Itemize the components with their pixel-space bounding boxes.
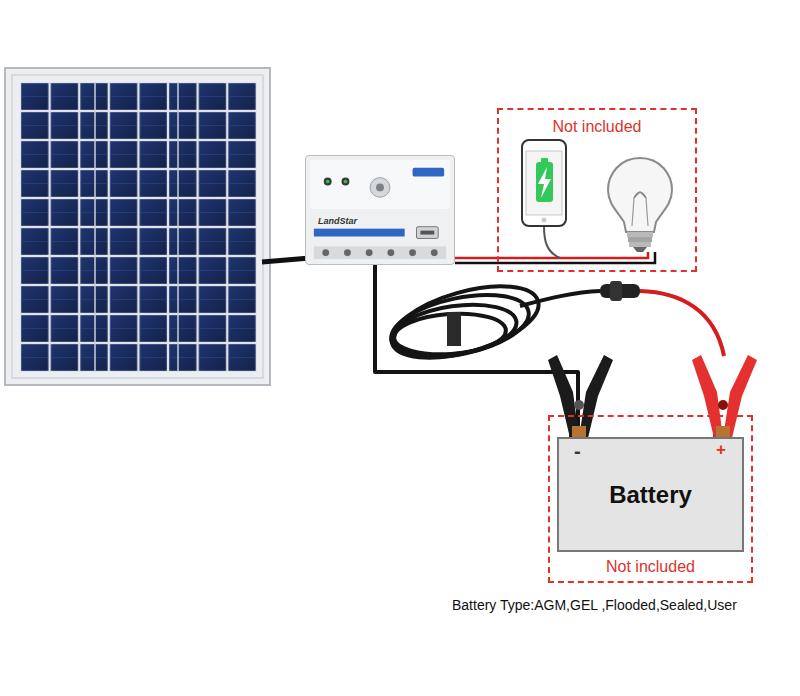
light-bulb-icon xyxy=(608,158,672,252)
phone-icon xyxy=(542,218,547,223)
controller-face xyxy=(420,231,434,235)
region-heading: Not included xyxy=(606,558,695,576)
coiled-cable xyxy=(393,310,508,358)
controller-face xyxy=(342,178,350,186)
battery-label: Battery xyxy=(609,481,692,509)
solar-panel xyxy=(20,82,257,372)
inline-fuse xyxy=(610,281,622,301)
coiled-cable xyxy=(447,312,461,346)
inline-fuse xyxy=(600,281,724,356)
controller-face xyxy=(344,180,348,184)
coiled-cable xyxy=(384,272,547,372)
solar-panel xyxy=(12,75,263,378)
controller-face xyxy=(413,168,445,177)
load-wires xyxy=(455,252,655,263)
controller-face xyxy=(326,180,330,184)
inline-fuse xyxy=(640,291,724,356)
positive-clamp xyxy=(692,355,723,438)
controller-face xyxy=(409,249,416,256)
region-heading: Not included xyxy=(553,118,642,136)
phone-icon xyxy=(522,140,566,226)
not-included-region: Not included xyxy=(497,108,697,272)
coiled-cable xyxy=(520,291,600,306)
panel-cable xyxy=(262,258,310,262)
controller-face xyxy=(431,249,438,256)
controller-face xyxy=(322,249,329,256)
controller-face xyxy=(310,160,450,209)
controller-face xyxy=(417,227,439,239)
terminal-sign: - xyxy=(574,440,581,462)
controller-face xyxy=(324,178,332,186)
solar-panel xyxy=(94,82,96,372)
controller-face xyxy=(314,246,446,259)
negative-clamp xyxy=(579,355,613,438)
controller-face xyxy=(366,249,373,256)
load-wires xyxy=(497,252,648,258)
controller-face xyxy=(370,178,390,198)
positive-clamp xyxy=(718,400,728,410)
negative-clamp xyxy=(548,355,613,438)
battery-type-note: Battery Type:AGM,GEL ,Flooded,Sealed,Use… xyxy=(452,598,737,613)
controller-face xyxy=(344,249,351,256)
phone-icon xyxy=(526,151,562,215)
coiled-cable xyxy=(384,272,600,372)
phone-icon xyxy=(522,140,566,226)
light-bulb-icon xyxy=(634,192,646,198)
light-bulb-icon xyxy=(632,192,648,226)
battery-box: Battery xyxy=(557,437,744,552)
phone-icon xyxy=(536,162,553,202)
solar-panel xyxy=(5,68,270,385)
negative-clamp xyxy=(548,355,579,438)
controller-face xyxy=(306,156,454,264)
solar-panel xyxy=(5,68,270,385)
controller-face xyxy=(376,183,384,191)
controller-face xyxy=(314,229,405,237)
solar-panel xyxy=(177,82,179,372)
panel-cable xyxy=(262,258,310,262)
phone-icon xyxy=(538,167,551,198)
load-wire xyxy=(455,257,497,260)
light-bulb-icon xyxy=(627,232,653,237)
controller-face xyxy=(387,249,394,256)
light-bulb-icon xyxy=(633,247,647,252)
phone-icon xyxy=(541,158,548,163)
light-bulb-icon xyxy=(628,237,652,242)
battery-cable xyxy=(375,265,578,437)
positive-clamp xyxy=(692,355,757,438)
load-wires xyxy=(544,226,560,258)
negative-clamp xyxy=(574,400,584,410)
terminal-sign: + xyxy=(716,441,726,460)
light-bulb-icon xyxy=(608,158,672,232)
charge-controller: LandStar xyxy=(305,155,455,265)
light-bulb-icon xyxy=(629,242,651,247)
brand-label: LandStar xyxy=(318,216,357,226)
